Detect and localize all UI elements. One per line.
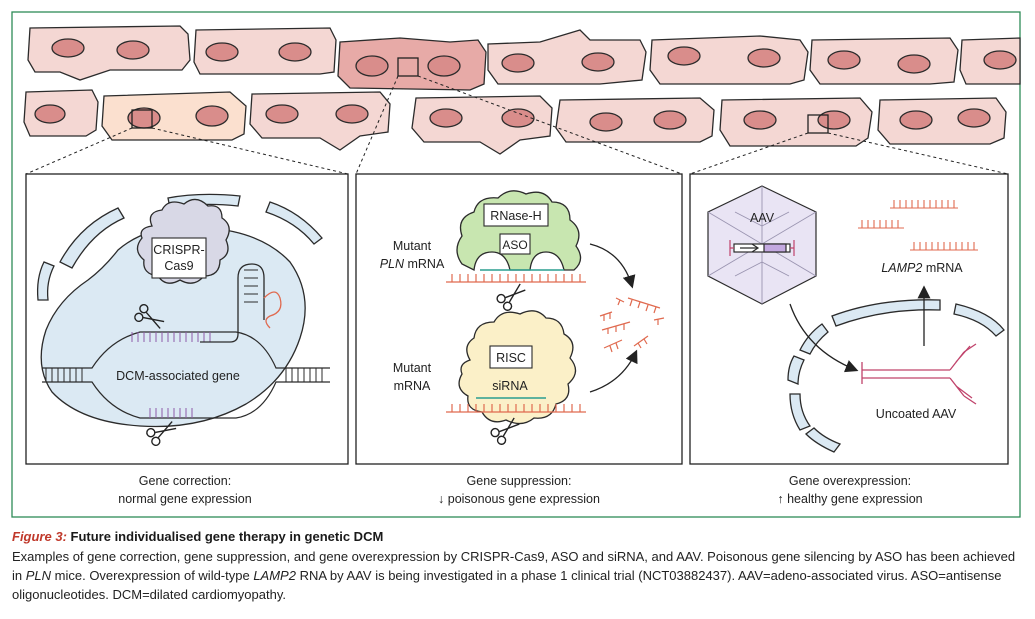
gene-overexpression-caption-2: ↑ healthy gene expression [777,492,922,506]
gene-correction-caption-2: normal gene expression [118,492,251,506]
figure-caption-body: Examples of gene correction, gene suppre… [12,547,1022,604]
zoom-box [807,114,829,134]
gene-overexpression-caption: Gene overexpression: [789,474,911,488]
dcm-gene-label: DCM-associated gene [116,369,240,383]
lamp2-mrna [858,200,978,251]
aav-label: AAV [750,211,775,225]
mrna-strand [446,274,586,283]
nucleus [51,38,85,58]
caption-gene-pln: PLN [25,568,52,583]
nucleus [589,112,623,132]
caption-gene-lamp2: LAMP2 [253,568,296,583]
nucleus [581,52,615,72]
cardiomyocyte [555,97,715,143]
nucleus [743,110,777,130]
risc-label: RISC [496,351,526,365]
nucleus [355,55,389,77]
nucleus [278,42,312,62]
nucleus [983,50,1017,70]
nucleus [34,104,66,124]
nucleus [897,54,931,74]
nucleus [127,107,161,129]
cardiomyocyte-layer [23,25,1021,155]
nucleus [116,40,150,60]
cardiomyocyte [27,25,191,81]
zoom-lines [25,75,1009,175]
dna-base-pairs [45,368,323,382]
nucleus [501,53,535,73]
crispr-cas9-label-box [151,237,207,279]
arrow-icon [589,243,636,289]
nucleus [195,105,229,127]
dna-strand [42,331,330,419]
mutant-pln-mrna-label: Mutant [393,239,432,253]
nucleus [501,108,535,128]
gene-correction-caption: Gene correction: [139,474,231,488]
aso-label-box [499,233,531,255]
crispr-cas9-label: CRISPR- [153,243,204,257]
scissors-icon [146,421,177,447]
cardiomyocyte-highlighted [337,37,487,91]
nucleus [265,104,299,124]
uncoated-aav-label: Uncoated AAV [876,407,957,421]
degraded-rna-fragments [599,297,665,353]
nucleus [653,110,687,130]
sirna-label: siRNA [492,379,528,393]
nucleus [957,108,991,128]
scissors-icon [490,417,520,445]
nucleus [667,46,701,66]
nuclear-envelope [36,193,323,428]
nucleus [899,110,933,130]
figure-number: Figure 3: [12,529,67,544]
rnase-h-label-box [483,203,549,227]
mrna-strand-2 [446,404,586,413]
gene-therapy-diagram: CRISPR- Cas9 DCM-associated gene Gene co… [11,11,1021,518]
zoom-box [131,109,153,129]
zoom-box [397,57,419,77]
guide-rna-ticks [131,332,211,418]
cardiomyocyte [411,95,553,155]
caption-text: Examples of gene correction, gene suppre… [12,549,1016,583]
aso-label: ASO [502,238,527,252]
nucleus [427,55,461,77]
nucleus [205,42,239,62]
arrow-icon [589,349,638,393]
crispr-cas9-label-2: Cas9 [164,259,193,273]
figure-frame [11,11,1021,518]
lamp2-mrna-label: LAMP2 mRNA [881,261,963,275]
scissors-icon [134,303,165,329]
nucleus [827,50,861,70]
nucleus [335,104,369,124]
rnase-h-label: RNase-H [490,209,541,223]
nucleus [429,108,463,128]
guide-rna [200,263,282,343]
mutant-pln-mrna-label-2: PLN mRNA [380,257,445,271]
arrow-icon [789,303,859,373]
nucleus [747,48,781,68]
cell-membrane [787,299,1005,453]
risc-label-box [489,345,533,369]
aav-transgene [729,240,795,256]
uncoated-aav-dna [861,343,977,405]
gene-suppression-caption: Gene suppression: [467,474,572,488]
figure-title: Future individualised gene therapy in ge… [66,529,384,544]
gene-suppression-caption-2: ↓ poisonous gene expression [438,492,600,506]
mutant-mrna-label-2: mRNA [394,379,431,393]
mutant-mrna-label: Mutant [393,361,432,375]
cardiomyocyte [193,27,337,75]
scissors-icon [496,283,526,311]
nucleus [817,110,851,130]
figure-caption-title: Figure 3: Future individualised gene the… [12,527,1022,546]
caption-text: RNA by AAV is being investigated in a ph… [12,568,1002,602]
caption-text: mice. Overexpression of wild-type [51,568,254,583]
